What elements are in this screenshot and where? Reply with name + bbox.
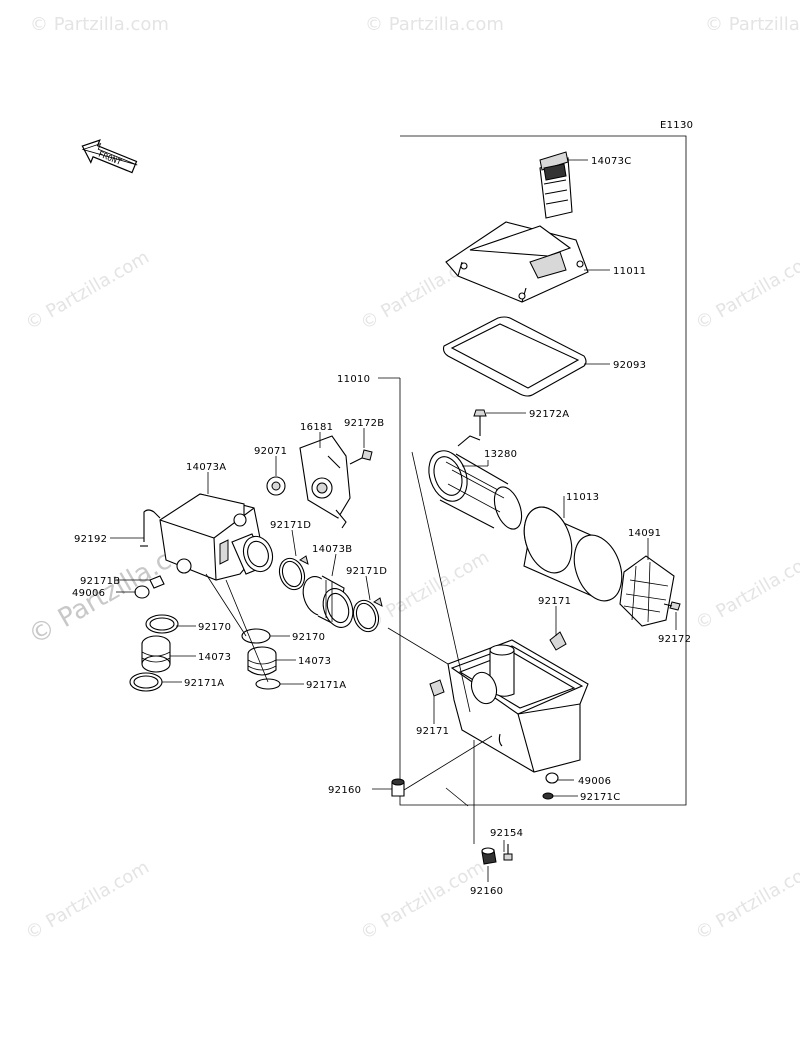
callout-14073B: 14073B — [312, 544, 352, 555]
bolt-92172A — [473, 409, 487, 436]
front-arrow: FRONT — [81, 139, 138, 174]
callout-92171-upper: 92171 — [538, 596, 571, 607]
callout-14073A: 14073A — [186, 462, 226, 473]
duct-14073-left — [141, 635, 171, 673]
watermark: © Partzilla.com — [692, 857, 800, 945]
holder-16181 — [299, 435, 351, 529]
callout-14073C: 14073C — [591, 156, 632, 167]
leader-lines — [110, 159, 677, 882]
callout-92171A-right: 92171A — [306, 680, 346, 691]
clamp-92171A-left — [129, 672, 163, 692]
filter-element-11013 — [523, 506, 623, 602]
clamp-92171A-right — [255, 678, 281, 690]
callout-49006-right: 49006 — [578, 776, 611, 787]
callout-92170-left: 92170 — [198, 622, 231, 633]
watermark: © Partzilla.com — [692, 247, 800, 335]
duct-14073-right — [247, 646, 277, 676]
duct-14073B — [302, 575, 354, 628]
callout-92160-left: 92160 — [328, 785, 361, 796]
pipe-92192 — [140, 509, 161, 547]
cover-11011 — [445, 221, 589, 303]
callout-92171A-left: 92171A — [184, 678, 224, 689]
cap-49006-left — [134, 585, 150, 599]
callout-92172B: 92172B — [344, 418, 384, 429]
callout-92192: 92192 — [74, 534, 107, 545]
callout-14073-right: 14073 — [298, 656, 331, 667]
screen-14091 — [619, 555, 675, 627]
callout-49006-left: 49006 — [72, 588, 105, 599]
callout-92171B: 92171B — [80, 576, 120, 587]
clamp-92170-left — [145, 614, 179, 634]
callout-14073-left: 14073 — [198, 652, 231, 663]
watermark: © Partzilla.com — [357, 857, 488, 945]
callout-92071: 92071 — [254, 446, 287, 457]
filter-frame-13280 — [428, 435, 523, 530]
clamp-92171B — [149, 575, 165, 589]
callout-16181: 16181 — [300, 422, 333, 433]
callout-92172: 92172 — [658, 634, 691, 645]
callout-11010: 11010 — [337, 374, 370, 385]
grommet-92071 — [266, 476, 286, 496]
callout-92171C: 92171C — [580, 792, 621, 803]
watermark: © Partzilla.com — [362, 547, 493, 635]
grommet-92160-left — [391, 778, 405, 797]
screw-92172 — [663, 601, 681, 611]
watermark: © Partzilla.com — [692, 547, 800, 635]
clamp-92170-right — [241, 628, 271, 644]
callout-11013: 11013 — [566, 492, 599, 503]
callout-92171D-upper: 92171D — [270, 520, 311, 531]
callout-92171D-lower: 92171D — [346, 566, 387, 577]
housing-14073A — [159, 493, 274, 581]
callout-11011: 11011 — [613, 266, 646, 277]
callout-92172A: 92172A — [529, 409, 569, 420]
watermark: © Partzilla.com — [22, 247, 153, 335]
watermark: © Partzilla.com — [22, 857, 153, 945]
grommet-92160-bottom — [481, 847, 497, 865]
diagram-code: E1130 — [660, 120, 693, 131]
callout-92170-right: 92170 — [292, 632, 325, 643]
watermark: © Partzilla.com — [705, 14, 800, 35]
callout-labels: 14073C 11011 92093 11010 92172A 13280 11… — [72, 156, 691, 897]
assembly-bracket — [399, 135, 687, 806]
callout-92160-bottom: 92160 — [470, 886, 503, 897]
clamp-92171D-upper — [278, 555, 309, 591]
duct-14073C — [539, 151, 573, 219]
callout-92093: 92093 — [613, 360, 646, 371]
watermark: © Partzilla.com — [365, 14, 504, 35]
screw-92172B — [349, 449, 373, 465]
bolt-92154 — [503, 844, 513, 861]
watermark: © Partzilla.com — [30, 14, 169, 35]
callout-13280: 13280 — [484, 449, 517, 460]
callout-92171-lower: 92171 — [416, 726, 449, 737]
clamp-92171D-lower — [352, 597, 383, 633]
callout-92154: 92154 — [490, 828, 523, 839]
callout-14091: 14091 — [628, 528, 661, 539]
seal-92093 — [442, 316, 587, 397]
air-box-case — [429, 631, 589, 800]
